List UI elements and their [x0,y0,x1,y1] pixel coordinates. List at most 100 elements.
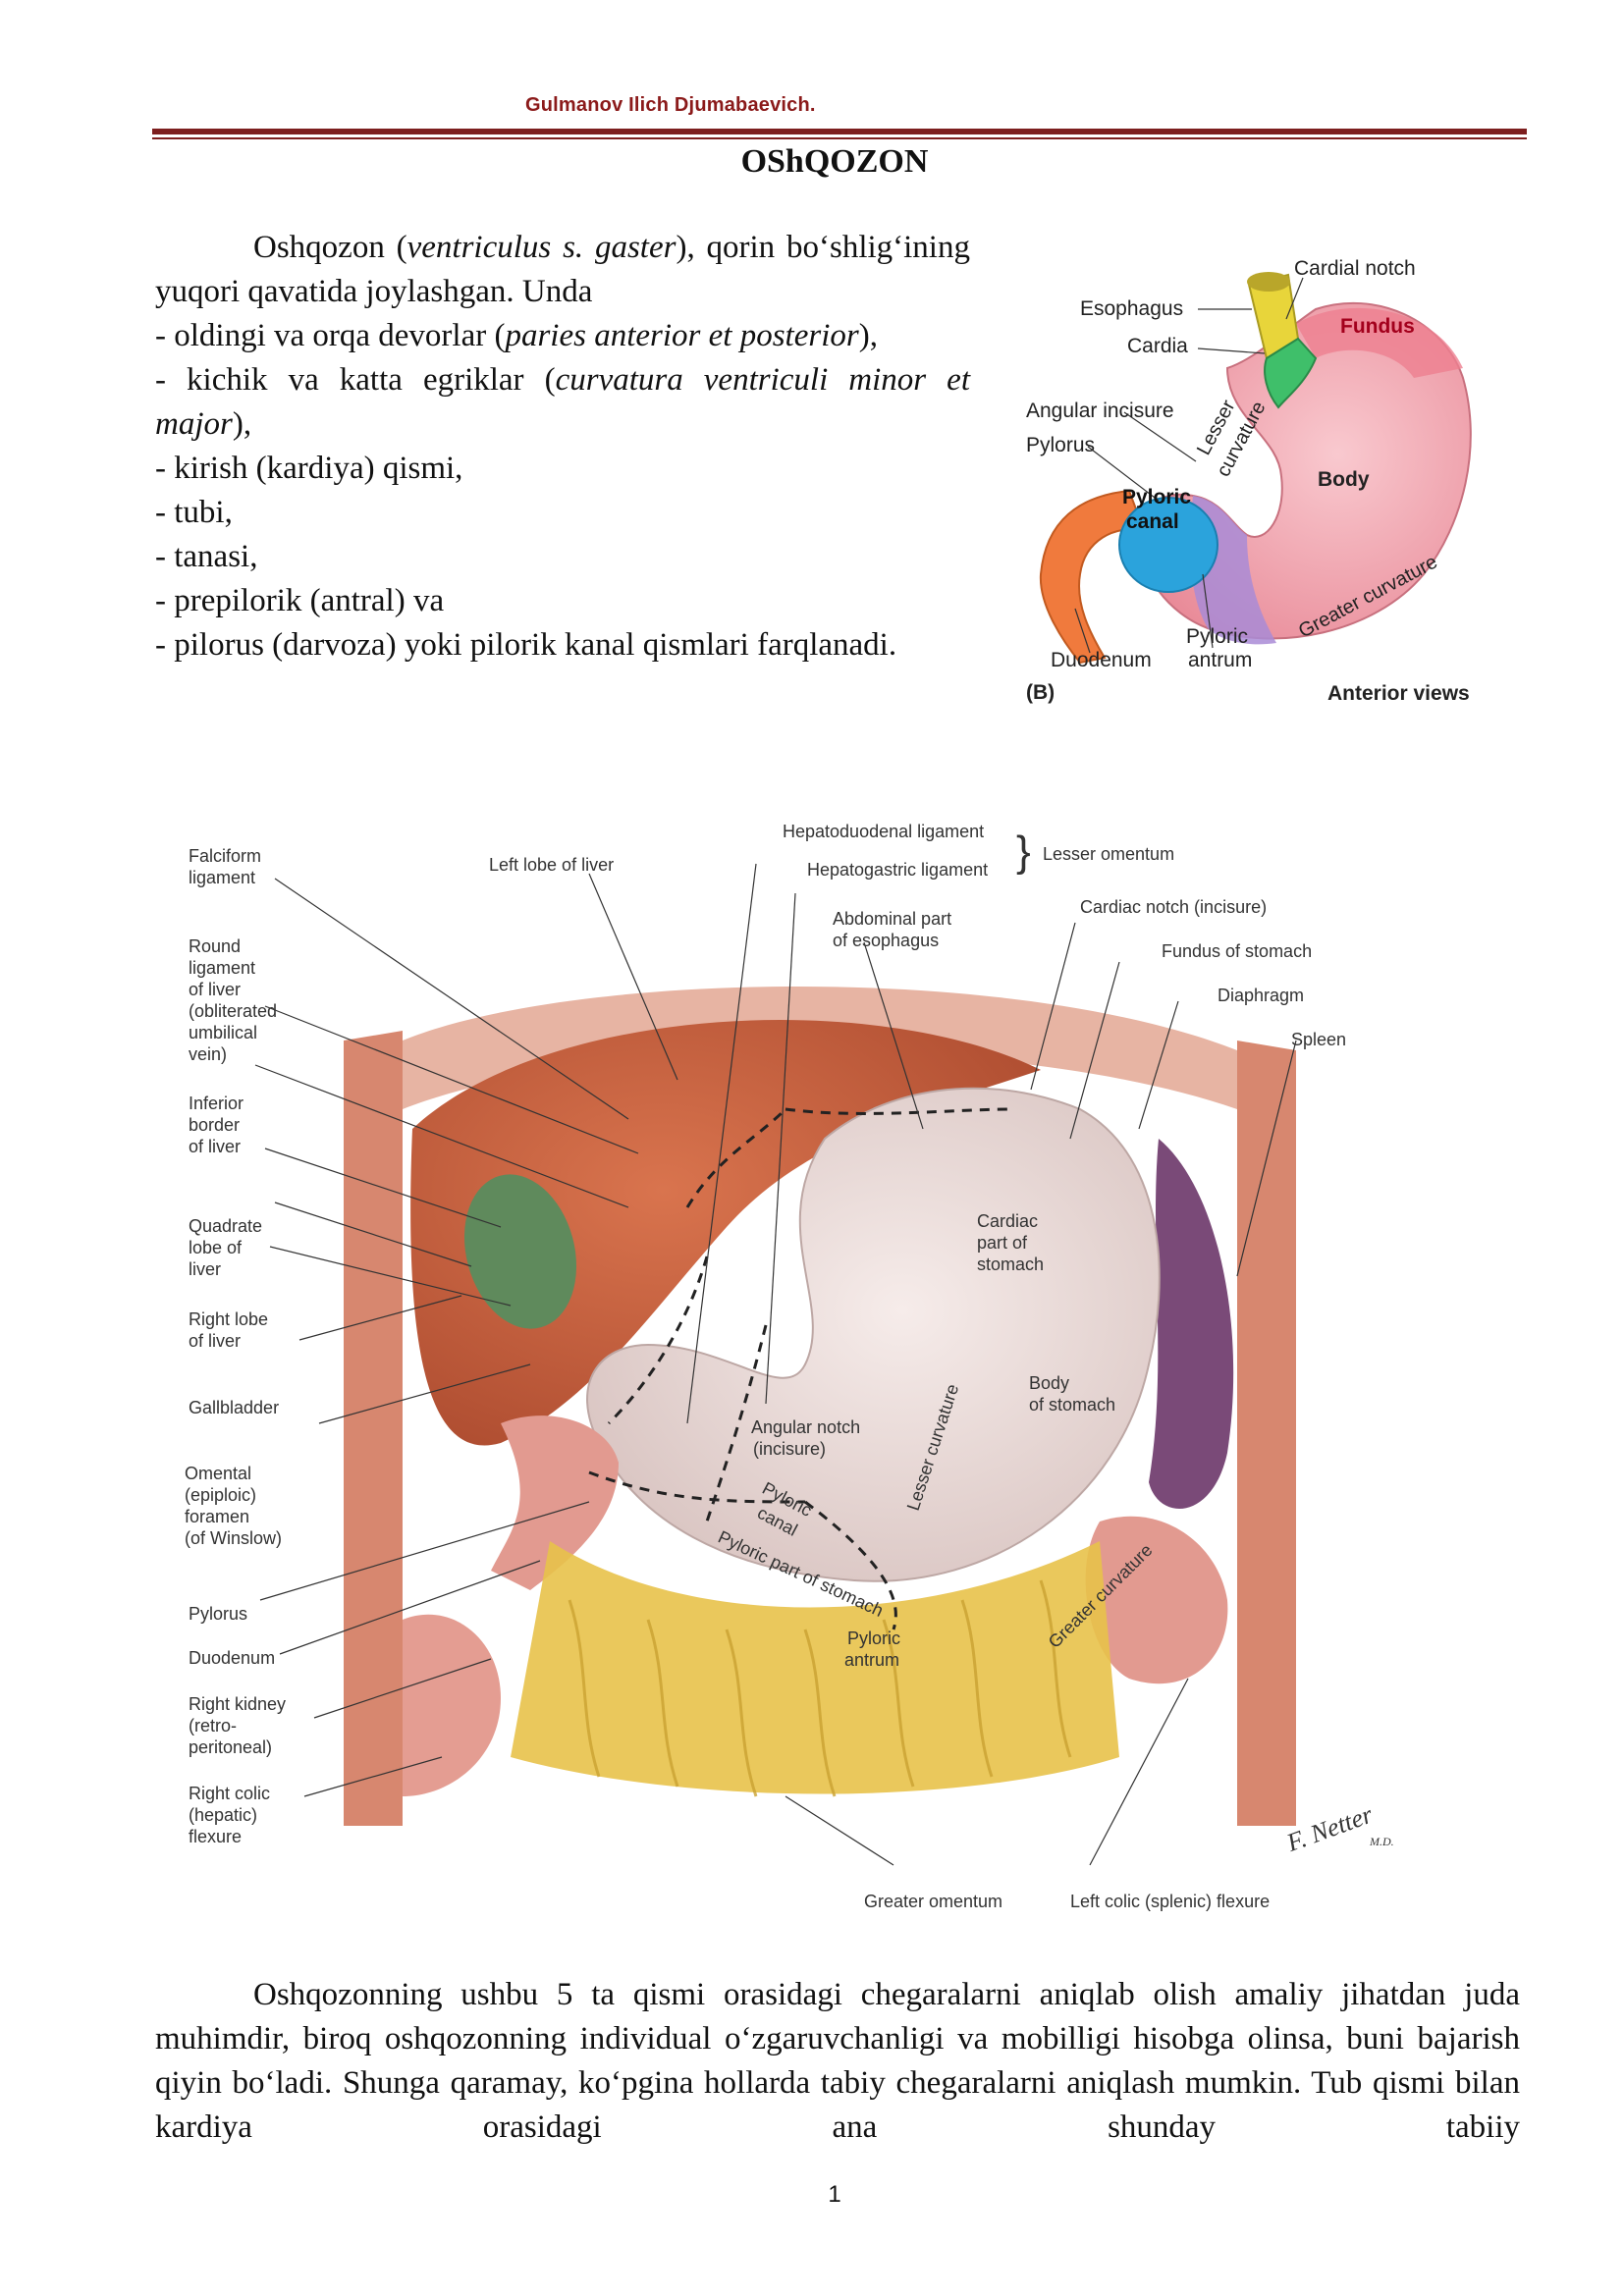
label-right-kidney-2: (retro- [189,1716,237,1735]
list-item-text: ), [232,406,252,442]
stomach-parts-figure: Cardial notch Esophagus Fundus Cardia An… [1026,257,1472,705]
label-right-kidney-3: peritoneal) [189,1737,272,1757]
lesser-omentum-brace: } [1016,828,1031,876]
label-greater-omentum: Greater omentum [864,1892,1002,1911]
label-round-lig-1: Round [189,936,241,956]
label-pyloric-antrum-big-2: antrum [844,1650,899,1670]
running-header-author: Gulmanov Ilich Djumabaevich. [525,94,816,116]
label-abdominal-esophagus-1: Abdominal part [833,909,951,929]
label-panel-b: (B) [1026,681,1055,704]
label-cardial-notch: Cardial notch [1294,257,1416,280]
label-quadrate-1: Quadrate [189,1216,262,1236]
colon-left-shape [1085,1516,1228,1684]
label-esophagus: Esophagus [1080,297,1183,320]
label-pylorus: Pylorus [1026,434,1095,456]
label-duodenum-big: Duodenum [189,1648,275,1668]
label-anterior-views: Anterior views [1327,682,1470,705]
intro-run: ), qorin bo‘shlig‘ining yuqori qavatida … [155,230,970,309]
label-right-kidney-1: Right kidney [189,1694,286,1714]
label-diaphragm: Diaphragm [1218,986,1304,1005]
label-round-lig-6: vein) [189,1044,227,1064]
label-omental-2: (epiploic) [185,1485,256,1505]
label-body-stomach-2: of stomach [1029,1395,1115,1415]
header-rule-thin [152,137,1527,139]
label-right-lobe-1: Right lobe [189,1309,268,1329]
stomach-shape [586,1087,1161,1582]
list-item-text: - kichik va katta egriklar ( [155,362,556,398]
label-pyloric-antrum-1: Pyloric [1186,625,1248,648]
label-fundus-stomach: Fundus of stomach [1162,941,1312,961]
label-right-lobe-2: of liver [189,1331,241,1351]
label-falciform-1: Falciform [189,846,261,866]
abdominal-anatomy-figure: Falciform ligament Round ligament of liv… [185,822,1394,1911]
list-item-cardia: - kirish (kardiya) qismi, [155,451,463,486]
cardia-shape [1264,337,1318,409]
label-omental-3: foramen [185,1507,249,1526]
intro-run-italic: ventriculus s. gaster [406,230,677,265]
label-angular-incisure: Angular incisure [1026,400,1174,422]
duodenum-shape [1039,489,1146,665]
list-item-latin: paries anterior et posterior [505,318,859,353]
artist-signature: F. Netter [1282,1799,1378,1857]
header-rule-thick [152,129,1527,134]
body-paragraph-container: Oshqozonning ushbu 5 ta qismi orasidagi … [155,1973,1520,2150]
page-title: OShQOZON [740,143,929,180]
label-hepatogastric: Hepatogastric ligament [807,860,988,880]
intro-first-paragraph: Oshqozon (ventriculus s. gaster), qorin … [155,226,970,314]
list-item-body: - tanasi, [155,539,258,574]
label-duodenum: Duodenum [1051,649,1152,671]
colon-right-shape [403,1614,501,1796]
label-round-lig-5: umbilical [189,1023,257,1042]
label-omental-4: (of Winslow) [185,1528,282,1548]
label-round-lig-4: (obliterated [189,1001,277,1021]
page-number: 1 [828,2181,841,2208]
body-wall-left [344,1031,403,1826]
label-pyloric-antrum-big-1: Pyloric [847,1629,900,1648]
artist-signature-md: M.D. [1369,1835,1394,1848]
spleen-shape [1149,1139,1234,1510]
duodenum-shape [491,1415,619,1590]
label-lesser-omentum: Lesser omentum [1043,844,1174,864]
list-item-curvatures: - kichik va katta egriklar (curvatura ve… [155,358,970,447]
label-spleen: Spleen [1291,1030,1346,1049]
label-falciform-2: ligament [189,868,255,887]
pyloric-canal-shape [1118,497,1218,593]
label-left-lobe: Left lobe of liver [489,855,614,875]
label-fundus: Fundus [1340,315,1415,338]
body-paragraph: Oshqozonning ushbu 5 ta qismi orasidagi … [155,1977,1520,2145]
label-round-lig-2: ligament [189,958,255,978]
list-item-fundus: - tubi, [155,495,233,530]
label-body: Body [1318,468,1370,491]
list-item-pylorus: - pilorus (darvoza) yoki pilorik kanal q… [155,627,897,663]
label-inferior-border-3: of liver [189,1137,241,1156]
label-omental-1: Omental [185,1464,251,1483]
label-cardiac-part-3: stomach [977,1255,1044,1274]
label-inferior-border-1: Inferior [189,1094,244,1113]
label-inferior-border-2: border [189,1115,240,1135]
list-item-text: - oldingi va orqa devorlar ( [155,318,506,353]
intro-run: Oshqozon ( [253,230,407,265]
intro-text: Oshqozon (ventriculus s. gaster), qorin … [155,226,970,667]
label-left-colic: Left colic (splenic) flexure [1070,1892,1270,1911]
fundus-shape [1296,307,1463,378]
label-hepatoduodenal: Hepatoduodenal ligament [783,822,984,841]
list-item-antrum: - prepilorik (antral) va [155,583,445,618]
label-pyloric-canal-2: canal [1126,510,1179,533]
label-cardiac-part-1: Cardiac [977,1211,1038,1231]
label-gallbladder: Gallbladder [189,1398,279,1417]
list-item-text: ), [858,318,878,353]
label-body-stomach-1: Body [1029,1373,1069,1393]
label-cardia: Cardia [1127,335,1188,357]
label-angular-notch-1: Angular notch [751,1417,860,1437]
list-item-walls: - oldingi va orqa devorlar (paries anter… [155,314,970,358]
label-quadrate-3: liver [189,1259,221,1279]
label-abdominal-esophagus-2: of esophagus [833,931,939,950]
label-cardiac-part-2: part of [977,1233,1028,1253]
gallbladder-shape [463,1174,577,1329]
body-wall-right [1237,1041,1296,1826]
label-right-colic-2: (hepatic) [189,1805,257,1825]
label-angular-notch-2: (incisure) [753,1439,826,1459]
label-pylorus-big: Pylorus [189,1604,247,1624]
list-item-latin: curvatura ventriculi minor et major [155,362,970,442]
